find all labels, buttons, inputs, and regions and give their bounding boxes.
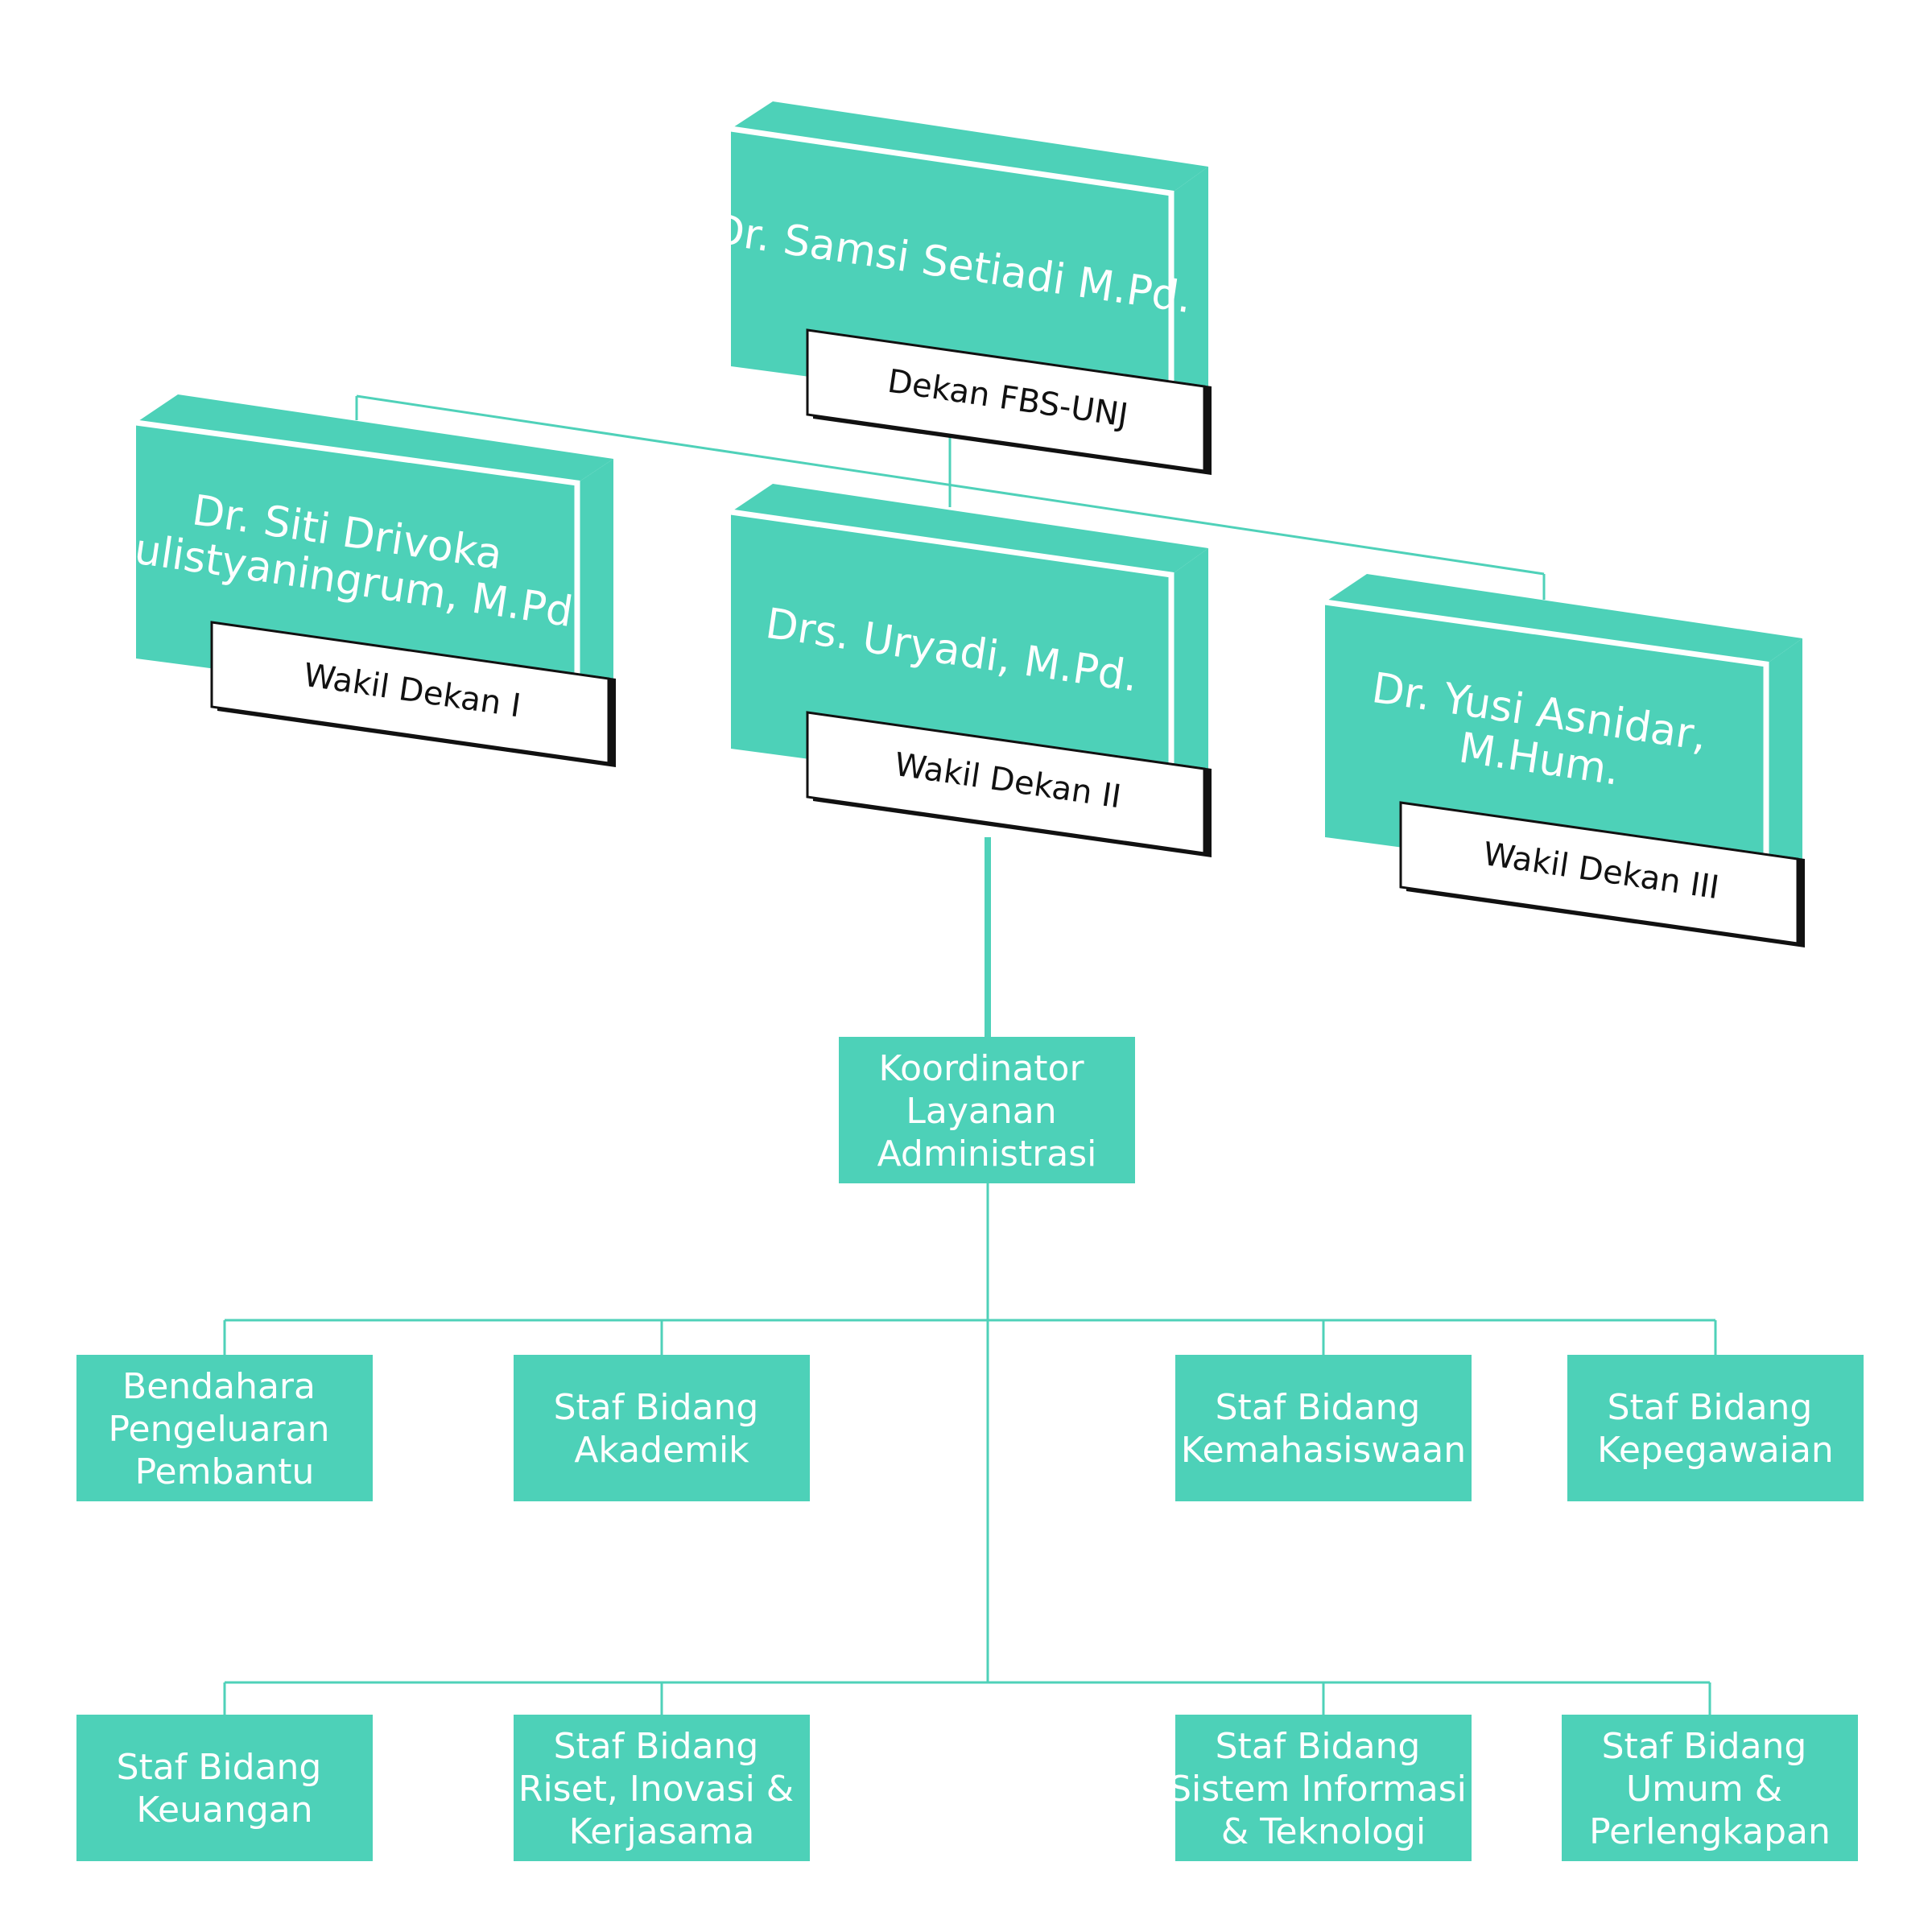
card-wd3-plate — [1399, 801, 1799, 945]
box-kepegawaian: Staf Bidang Kepegawaian — [1567, 1355, 1864, 1501]
card-wd2: Drs. Uryadi, M.Pd. Wakil Dekan II — [730, 484, 1212, 857]
box-sistem-informasi: Staf Bidang Sistem Informasi & Teknologi — [1169, 1715, 1478, 1861]
card-wd3-top — [1325, 574, 1802, 664]
box-keuangan: Staf Bidang Keuangan — [76, 1715, 373, 1861]
card-wd3: Dr. Yusi Asnidar, M.Hum. Wakil Dekan III — [1324, 574, 1805, 947]
card-wd2-plate — [806, 711, 1206, 855]
card-wd1-plate — [210, 621, 610, 765]
box-bendahara: Bendahara Pengeluaran Pembantu — [76, 1355, 373, 1501]
box-keuangan-bg — [76, 1715, 373, 1861]
card-wd1: Dr. Siti Drivoka Sulistyaningrum, M.Pd. … — [105, 394, 616, 767]
box-keuangan-label: Staf Bidang Keuangan — [117, 1747, 333, 1831]
box-riset-label: Staf Bidang Riset, Inovasi & Kerjasama — [518, 1726, 805, 1852]
staff-row-1: Bendahara Pengeluaran Pembantu Staf Bida… — [76, 1355, 1864, 1501]
box-umum-bg — [1562, 1715, 1858, 1861]
box-bendahara-bg — [76, 1355, 373, 1501]
box-riset: Staf Bidang Riset, Inovasi & Kerjasama — [514, 1715, 810, 1861]
box-kepegawaian-bg — [1567, 1355, 1864, 1501]
card-wd1-edge-highlight — [135, 419, 580, 716]
box-akademik-bg — [514, 1355, 810, 1501]
box-kemahasiswaan-label: Staf Bidang Kemahasiswaan — [1181, 1387, 1466, 1471]
card-wd1-side — [577, 459, 613, 745]
connector-lines — [223, 394, 1717, 1715]
card-dekan-edge-highlight — [730, 126, 1174, 425]
box-sistem-informasi-label: Staf Bidang Sistem Informasi & Teknologi — [1169, 1726, 1478, 1852]
box-sistem-informasi-bg — [1175, 1715, 1472, 1861]
box-koordinator-bg — [839, 1037, 1135, 1183]
box-riset-bg — [514, 1715, 810, 1861]
card-dekan: Dr. Samsi Setiadi M.Pd. Dekan FBS-UNJ — [709, 101, 1212, 475]
box-umum-label: Staf Bidang Umum & Perlengkapan — [1589, 1726, 1831, 1852]
card-wd3-side — [1766, 638, 1802, 926]
box-koordinator: Koordinator Layanan Administrasi — [839, 1037, 1135, 1183]
card-wd1-top — [136, 394, 613, 483]
card-wd3-edge-highlight — [1324, 599, 1769, 896]
box-umum: Staf Bidang Umum & Perlengkapan — [1562, 1715, 1858, 1861]
box-akademik-label: Staf Bidang Akademik — [554, 1387, 770, 1471]
card-wd2-top — [731, 484, 1208, 575]
box-kemahasiswaan: Staf Bidang Kemahasiswaan — [1175, 1355, 1472, 1501]
box-akademik: Staf Bidang Akademik — [514, 1355, 810, 1501]
box-kepegawaian-label: Staf Bidang Kepegawaian — [1597, 1387, 1834, 1471]
card-wd2-edge-highlight — [730, 509, 1174, 807]
box-bendahara-label: Bendahara Pengeluaran Pembantu — [109, 1366, 341, 1492]
box-koordinator-label: Koordinator Layanan Administrasi — [877, 1048, 1097, 1174]
card-dekan-top — [731, 101, 1208, 193]
card-dekan-plate — [806, 328, 1206, 473]
box-kemahasiswaan-bg — [1175, 1355, 1472, 1501]
staff-row-2: Staf Bidang Keuangan Staf Bidang Riset, … — [76, 1715, 1858, 1861]
